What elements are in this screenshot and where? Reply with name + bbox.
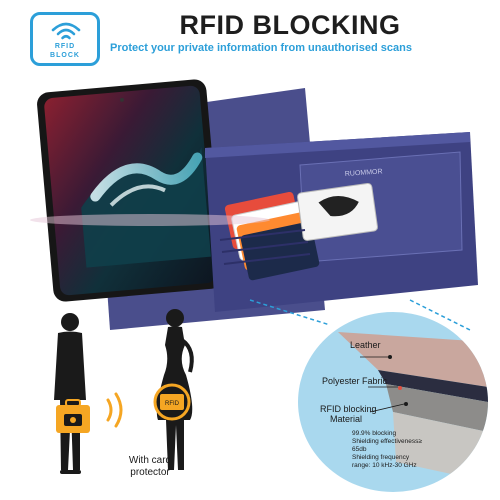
leather-label: Leather xyxy=(350,340,381,350)
phone-wallet-illustration: RUOMMOR xyxy=(30,79,478,331)
spec-line: 99.9% blocking xyxy=(352,430,397,437)
card-icon-text: RFID xyxy=(165,401,180,407)
rfid-block-badge: RFID BLOCK xyxy=(30,12,100,66)
badge-text-rfid: RFID xyxy=(54,43,76,50)
spec-line: Shielding frequency xyxy=(352,454,410,461)
rfid-material-label-2: Material xyxy=(330,414,363,424)
polyester-label: Polyester Fabric xyxy=(322,376,388,386)
brand-text: RUOMMOR xyxy=(345,168,383,178)
signal-waves-icon xyxy=(106,392,123,428)
phone xyxy=(37,79,223,302)
rfid-card-protector-icon: RFID xyxy=(153,383,191,421)
card-protector-line1: With card xyxy=(128,455,172,466)
card-protector-label: With card protector xyxy=(110,455,190,479)
material-layers-graphic xyxy=(338,332,488,482)
badge-text-block: BLOCK xyxy=(50,52,80,59)
page-subtitle: Protect your private information from un… xyxy=(110,42,412,54)
silhouette-figures: RFID xyxy=(54,309,194,474)
man-silhouette-icon xyxy=(54,313,86,474)
page-title: RFID BLOCKING xyxy=(179,10,401,40)
card-protector-line2: protector xyxy=(130,467,170,478)
wifi-signal-icon xyxy=(51,22,81,40)
material-layers-callout: Leather Polyester Fabric RFID blocking M… xyxy=(298,312,488,492)
spec-line: 65db xyxy=(352,446,367,453)
spec-line: range: 10 kHz-30 GHz xyxy=(352,462,417,469)
briefcase-icon xyxy=(56,399,90,433)
spec-line: Shielding effectiveness≥ xyxy=(352,438,422,445)
rfid-material-label-1: RFID blocking xyxy=(320,404,377,414)
